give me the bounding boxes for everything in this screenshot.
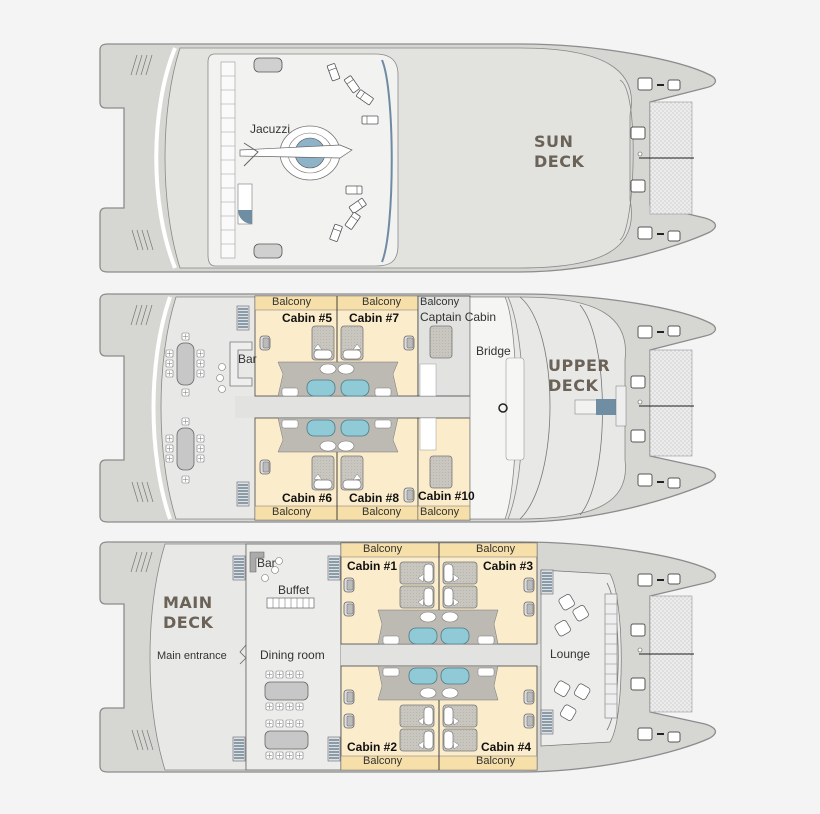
cabin-8-balcony-label: Balcony <box>362 506 402 518</box>
cabin-7-balcony-label: Balcony <box>362 296 402 308</box>
sun-deck <box>99 43 717 273</box>
cabin-5-balcony-label: Balcony <box>272 296 312 308</box>
main-deck <box>99 541 717 773</box>
captain-cabin-label: Captain Cabin <box>420 310 497 324</box>
cabin-1-label: Cabin #1 <box>347 559 398 573</box>
cabin-5-label: Cabin #5 <box>282 311 333 325</box>
cabin-3-balcony-label: Balcony <box>476 543 516 555</box>
cabin-1-balcony-label: Balcony <box>363 543 403 555</box>
sun-deck-title-line1: SUN <box>534 132 574 151</box>
cabin-4-balcony-label: Balcony <box>476 755 516 767</box>
captain-balcony-label: Balcony <box>420 296 460 308</box>
cabin-6-label: Cabin #6 <box>282 491 333 505</box>
cabin-4-label: Cabin #4 <box>481 740 532 754</box>
cabin-3-label: Cabin #3 <box>483 559 534 573</box>
upper-deck-title-line2: DECK <box>548 376 599 395</box>
sun-deck-title: SUN DECK <box>534 132 584 172</box>
cabin-6-balcony-label: Balcony <box>272 506 312 518</box>
cabin-10-label: Cabin #10 <box>418 489 475 503</box>
main-deck-title-line2: DECK <box>163 613 214 632</box>
main-entrance-label: Main entrance <box>157 650 227 662</box>
cabin-10-balcony-label: Balcony <box>420 506 460 518</box>
sun-deck-title-line2: DECK <box>534 152 585 171</box>
dining-room-label: Dining room <box>260 648 325 662</box>
upper-deck-title: UPPER DECK <box>548 356 610 396</box>
cabin-8-label: Cabin #8 <box>349 491 400 505</box>
upper-deck-title-line1: UPPER <box>548 356 611 375</box>
upper-deck <box>99 293 717 523</box>
bridge-label: Bridge <box>476 344 511 358</box>
cabin-7-label: Cabin #7 <box>349 311 400 325</box>
lounge-label: Lounge <box>550 647 591 661</box>
jacuzzi-label: Jacuzzi <box>250 122 291 136</box>
main-deck-title-line1: MAIN <box>163 593 213 612</box>
upper-bar-label: Bar <box>238 352 257 366</box>
buffet-label: Buffet <box>278 583 310 597</box>
cabin-2-label: Cabin #2 <box>347 740 398 754</box>
main-deck-title: MAIN DECK <box>163 593 213 633</box>
cabin-2-balcony-label: Balcony <box>363 755 403 767</box>
main-bar-label: Bar <box>257 556 276 570</box>
